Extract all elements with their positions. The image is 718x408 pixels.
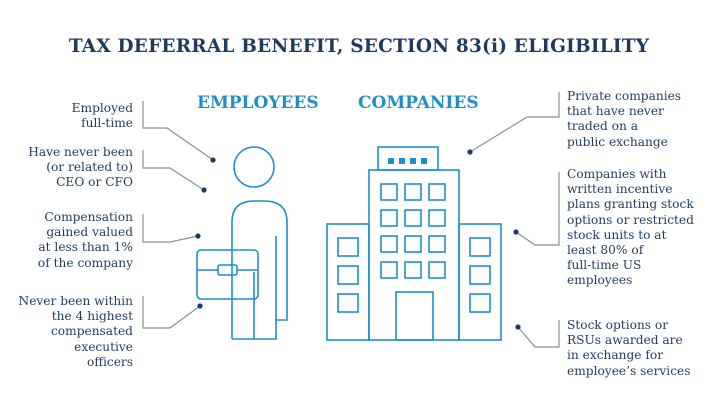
leader-line-fulltime — [142, 101, 214, 161]
employee-criterion-not-ceo-cfo: Have never been(or related to)CEO or CFO — [28, 145, 133, 190]
person-body — [231, 200, 288, 340]
building-wing-left — [326, 223, 370, 341]
leader-dot-incentive — [513, 229, 519, 235]
companies-heading: COMPANIES — [358, 93, 479, 113]
briefcase-handle — [217, 264, 238, 276]
briefcase-body — [196, 249, 259, 300]
leader-dot-ceo — [201, 187, 207, 193]
page-title: TAX DEFERRAL BENEFIT, SECTION 83(i) ELIG… — [68, 36, 650, 57]
leader-line-private — [469, 92, 560, 153]
leader-dot-top-officer — [197, 303, 203, 309]
leader-line-compensation — [142, 214, 199, 243]
leader-lines — [142, 92, 560, 348]
leader-line-top-officer — [142, 296, 201, 329]
employees-heading: EMPLOYEES — [197, 93, 319, 113]
building-windows-left — [337, 237, 359, 313]
person-with-briefcase-icon — [196, 146, 288, 340]
leader-line-ceo — [142, 150, 205, 191]
person-head — [233, 146, 275, 188]
building-windows-right — [469, 237, 491, 313]
leader-dot-fulltime — [210, 157, 216, 163]
office-building-icon — [326, 146, 502, 341]
building-wing-right — [458, 223, 502, 341]
building-windows-tower — [380, 183, 446, 279]
leader-dot-services — [515, 324, 521, 330]
leader-line-services — [517, 320, 560, 348]
building-top-windows — [388, 158, 427, 164]
building-door — [395, 291, 434, 341]
building-top — [377, 146, 439, 171]
leader-line-incentive — [515, 172, 560, 246]
leader-dot-private — [467, 149, 473, 155]
leader-dot-compensation — [195, 233, 201, 239]
